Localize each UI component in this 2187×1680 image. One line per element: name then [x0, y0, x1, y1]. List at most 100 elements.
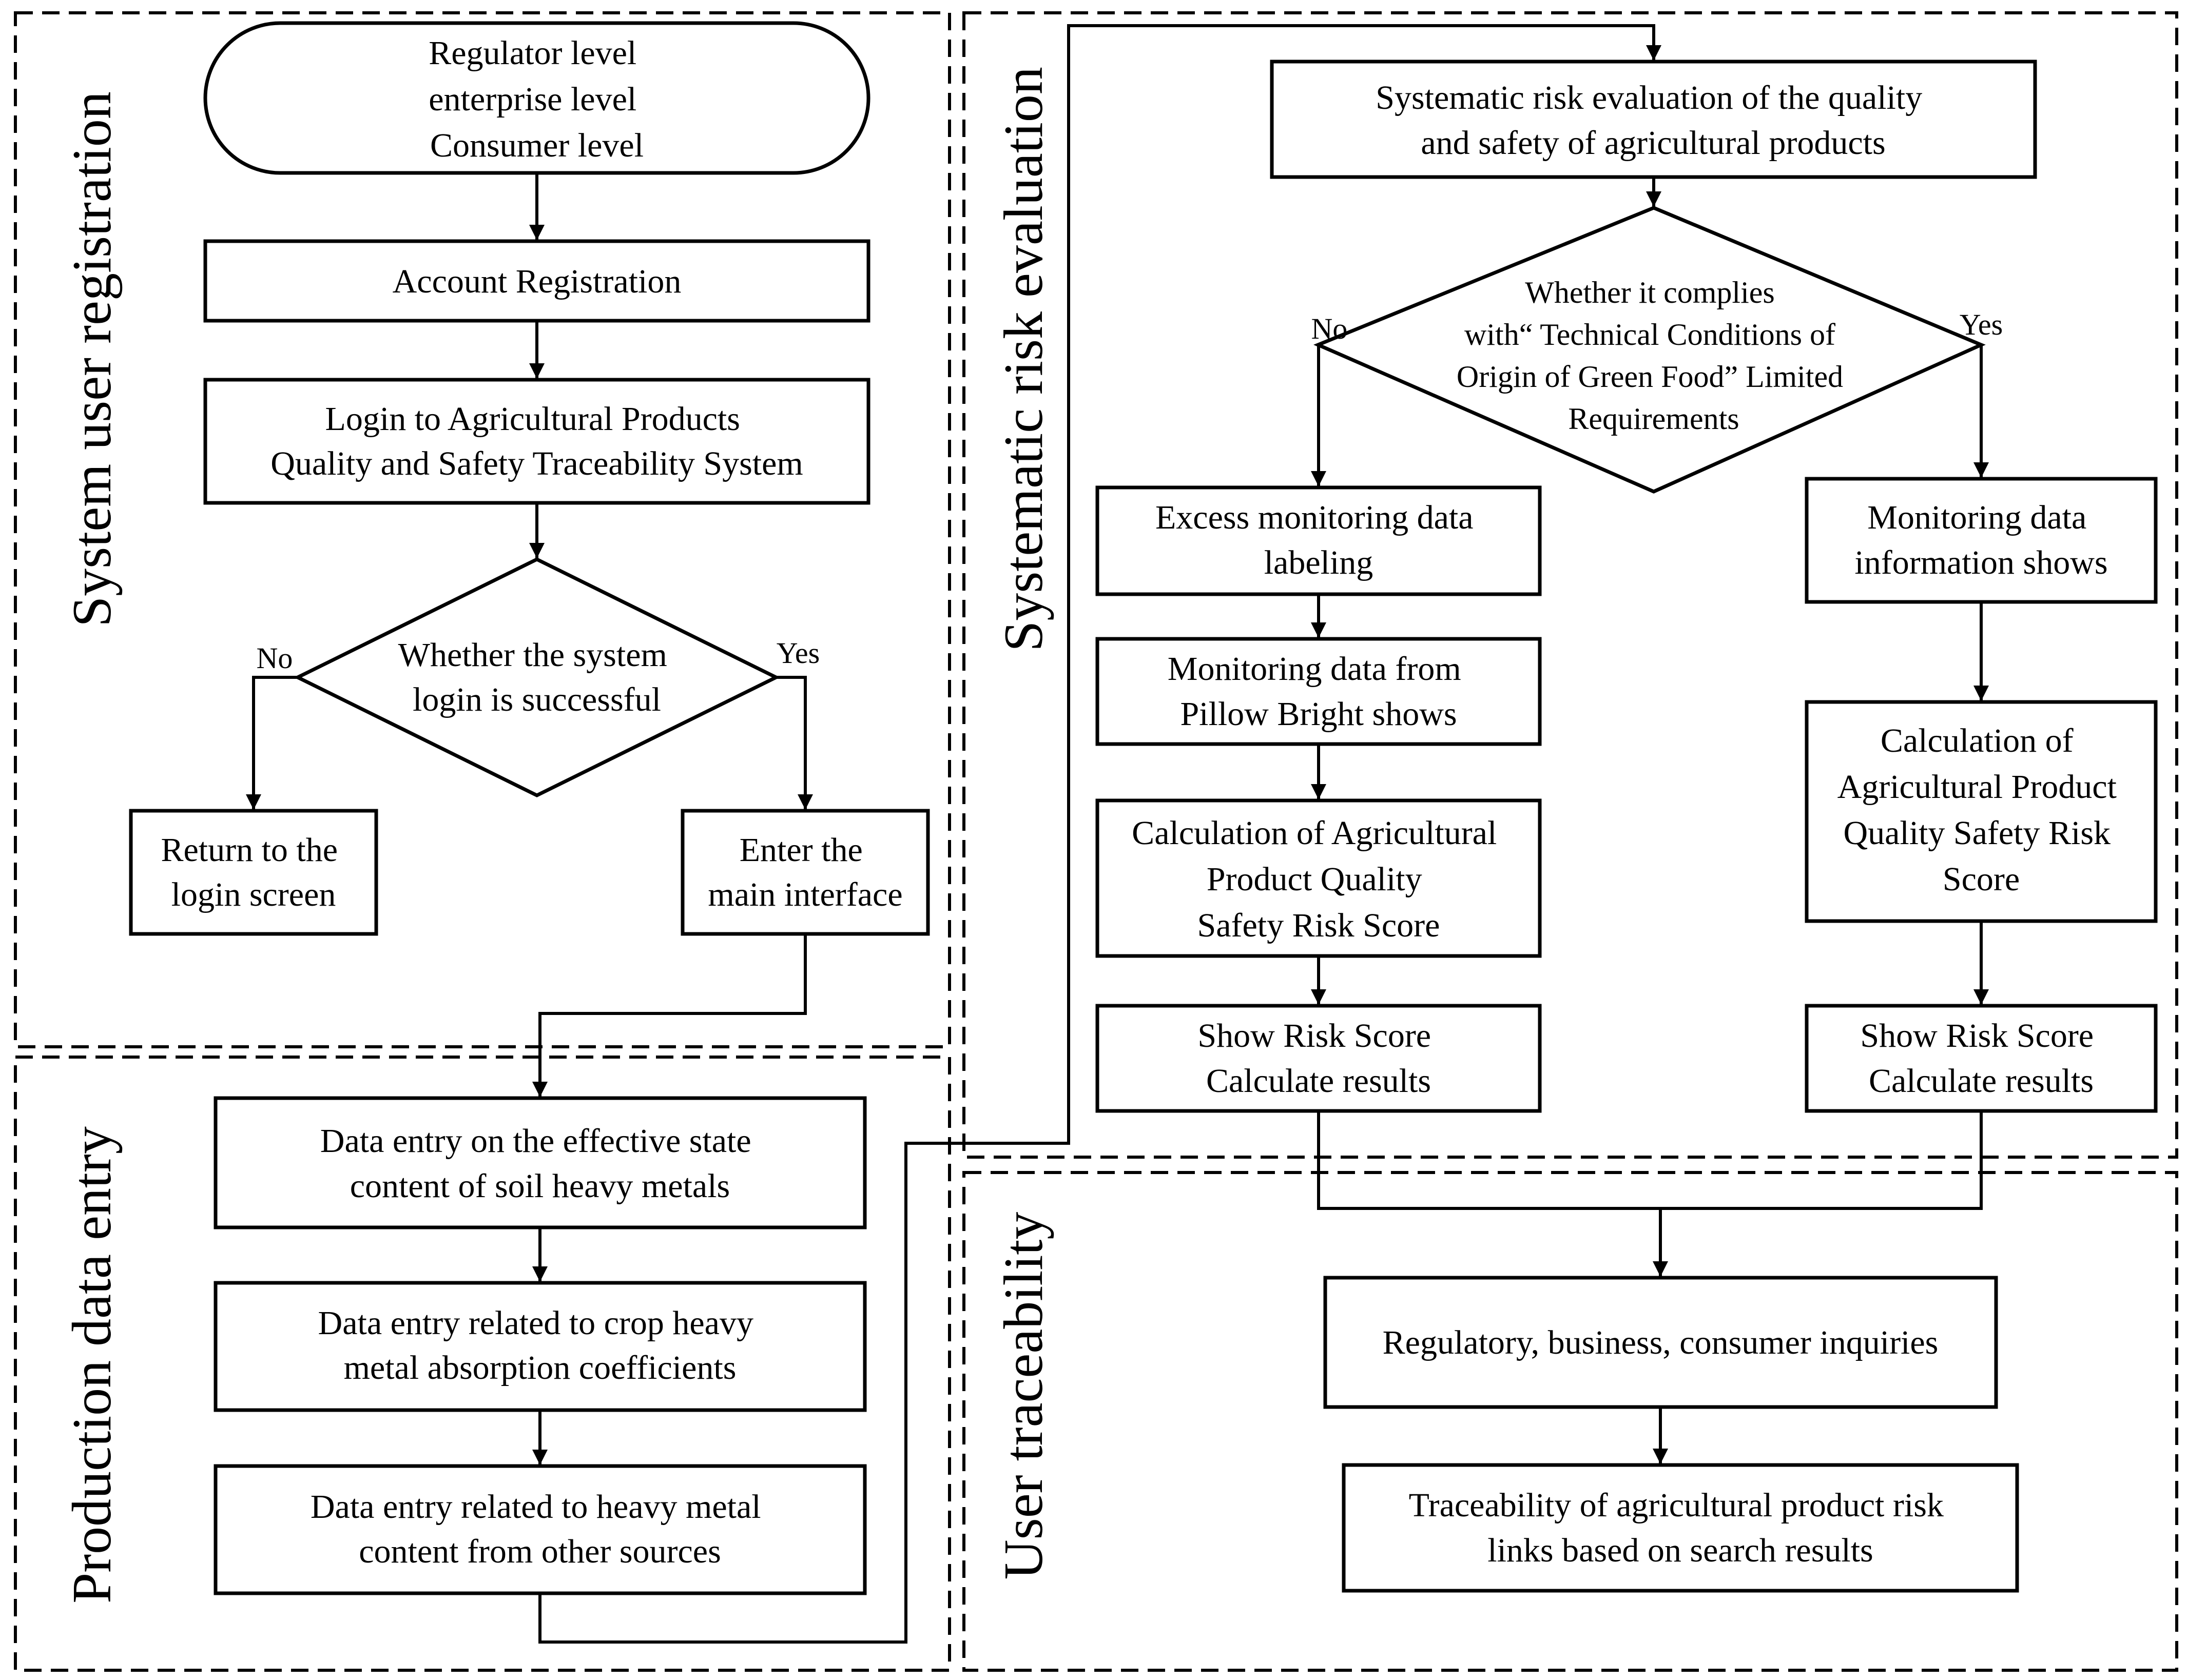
monitoring-info-line-2: information shows: [1854, 544, 2107, 581]
svg-text:Data entry related to heavy me: Data entry related to heavy metal conten…: [311, 1488, 769, 1570]
section-frame-traceability: [962, 1171, 2178, 1672]
inquiries-label: Regulatory, business, consumer inquiries: [1383, 1324, 1939, 1361]
risk-evaluation-line-1: Systematic risk evaluation of the qualit…: [1376, 79, 1922, 116]
green-food-no-label: No: [1311, 312, 1348, 345]
account-registration-box: [203, 239, 870, 323]
left-risk-calc-line-3: Safety Risk Score: [1197, 907, 1440, 944]
return-login-line-1: Return to the: [161, 831, 338, 869]
enter-main-box: [681, 809, 930, 936]
left-show-score-line-1: Show Risk Score: [1197, 1017, 1431, 1054]
svg-text:Whether the system login i: Whether the system login is successful: [398, 636, 676, 718]
other-sources-line-2: content from other sources: [359, 1533, 721, 1570]
svg-text:Monitoring data informatio: Monitoring data information shows: [1854, 499, 2107, 581]
soil-metals-line-2: content of soil heavy metals: [350, 1167, 730, 1205]
section-frame-registration: [14, 11, 951, 1048]
inquiries-box: [1323, 1276, 1998, 1409]
excess-labeling-line-2: labeling: [1264, 544, 1373, 581]
svg-text:Data entry on the effective st: Data entry on the effective state conten…: [320, 1122, 760, 1205]
right-show-score-line-2: Calculate results: [1869, 1062, 2094, 1100]
pillow-bright-line-2: Pillow Bright shows: [1180, 695, 1457, 733]
login-system-line-1: Login to Agricultural Products: [325, 400, 740, 438]
right-risk-calc-line-1: Calculation of: [1881, 722, 2074, 759]
left-show-score-line-2: Calculate results: [1206, 1062, 1431, 1100]
monitoring-info-line-1: Monitoring data: [1867, 499, 2086, 536]
login-decision-line-1: Whether the system: [398, 636, 667, 674]
section-frame-production: [14, 1056, 951, 1672]
section-title-risk: Systematic risk evaluation: [993, 67, 1054, 652]
login-decision-diamond: [294, 557, 780, 797]
login-decision-line-2: login is successful: [413, 681, 661, 718]
crop-coefficients-line-2: metal absorption coefficients: [344, 1349, 737, 1386]
svg-text:Excess monitoring data lab: Excess monitoring data labeling: [1155, 499, 1482, 581]
section-title-traceability: User traceability: [993, 1212, 1054, 1580]
soil-metals-box: [214, 1096, 867, 1229]
crop-coefficients-box: [214, 1281, 867, 1412]
return-login-box: [129, 809, 378, 936]
green-food-decision-diamond: [1313, 206, 1986, 494]
right-risk-calc-line-2: Agricultural Product: [1837, 768, 2117, 806]
svg-text:Login to Agricultural Products: Login to Agricultural Products Quality a…: [270, 400, 803, 482]
arrow-production-to-risk: [538, 24, 1661, 1644]
login-yes-label: Yes: [777, 636, 820, 670]
section-frame-risk: [962, 11, 2178, 1159]
enter-main-line-2: main interface: [708, 876, 902, 913]
green-food-decision-line-1: Whether it complies: [1525, 276, 1775, 309]
left-show-score-box: [1095, 1004, 1542, 1113]
level-enterprise: enterprise level: [429, 81, 636, 118]
level-regulator: Regulator level: [429, 34, 636, 72]
right-show-score-box: [1805, 1004, 2158, 1113]
return-login-line-2: login screen: [171, 876, 336, 913]
arrow-decision-no: [246, 676, 298, 810]
section-title-production: Production data entry: [62, 1126, 123, 1604]
pillow-bright-line-1: Monitoring data from: [1168, 650, 1461, 688]
section-title-registration: System user registration: [62, 91, 123, 627]
risk-evaluation-line-2: and safety of agricultural products: [1421, 124, 1885, 162]
svg-text:Data entry related to crop hea: Data entry related to crop heavy metal a…: [318, 1304, 762, 1386]
svg-text:Regulator level enterprise: Regulator level enterprise level Consume…: [429, 34, 645, 164]
arrow-main-to-production: [532, 934, 807, 1097]
arrow-green-food-no: [1311, 343, 1326, 486]
svg-text:Whether it complies with“: Whether it complies with“ Technical Cond…: [1457, 276, 1851, 436]
other-sources-line-1: Data entry related to heavy metal: [311, 1488, 761, 1526]
trace-results-line-1: Traceability of agricultural product ris…: [1409, 1487, 1944, 1524]
enter-main-line-1: Enter the: [740, 831, 863, 869]
svg-text:Show Risk Score Calculate: Show Risk Score Calculate results: [1860, 1017, 2102, 1100]
excess-labeling-box: [1095, 485, 1542, 596]
merge-line-results: [1317, 1111, 1983, 1210]
svg-text:Enter the main interface: Enter the main interface: [708, 831, 902, 913]
svg-text:Systematic risk evaluation of: Systematic risk evaluation of the qualit…: [1376, 79, 1930, 162]
right-risk-calc-box: [1805, 700, 2158, 923]
arrow-decision-yes: [776, 676, 813, 810]
right-show-score-line-1: Show Risk Score: [1860, 1017, 2094, 1054]
green-food-yes-label: Yes: [1960, 308, 2003, 341]
monitoring-info-box: [1805, 477, 2158, 604]
crop-coefficients-line-1: Data entry related to crop heavy: [318, 1304, 753, 1342]
other-sources-box: [214, 1464, 867, 1595]
soil-metals-line-1: Data entry on the effective state: [320, 1122, 751, 1160]
excess-labeling-line-1: Excess monitoring data: [1155, 499, 1474, 536]
svg-text:Calculation of Agricultural: Calculation of Agricultural Product Qual…: [1132, 814, 1505, 944]
account-registration-label: Account Registration: [393, 263, 682, 300]
risk-evaluation-box: [1270, 60, 2037, 179]
green-food-decision-line-2: with“ Technical Conditions of: [1464, 318, 1835, 351]
login-system-box: [203, 378, 870, 505]
green-food-decision-line-4: Requirements: [1568, 402, 1739, 436]
green-food-decision-line-3: Origin of Green Food” Limited: [1457, 360, 1843, 394]
trace-results-box: [1342, 1463, 2019, 1593]
right-risk-calc-line-3: Quality Safety Risk: [1843, 814, 2111, 852]
login-system-line-2: Quality and Safety Traceability System: [270, 445, 803, 482]
svg-text:Traceability of agricultural p: Traceability of agricultural product ris…: [1409, 1487, 1952, 1569]
pillow-bright-box: [1095, 637, 1542, 746]
svg-text:Return to the login screen: Return to the login screen: [161, 831, 346, 913]
level-consumer: Consumer level: [430, 127, 644, 164]
svg-text:Monitoring data from Pillo: Monitoring data from Pillow Bright shows: [1168, 650, 1469, 733]
svg-text:Calculation of Agricultura: Calculation of Agricultural Product Qual…: [1837, 722, 2125, 898]
trace-results-line-2: links based on search results: [1487, 1532, 1873, 1569]
left-risk-calc-line-2: Product Quality: [1207, 861, 1422, 898]
svg-text:Show Risk Score Calculate: Show Risk Score Calculate results: [1197, 1017, 1439, 1100]
login-no-label: No: [257, 641, 293, 675]
left-risk-calc-box: [1095, 798, 1542, 958]
left-risk-calc-line-1: Calculation of Agricultural: [1132, 814, 1497, 852]
right-risk-calc-line-4: Score: [1943, 861, 2020, 898]
